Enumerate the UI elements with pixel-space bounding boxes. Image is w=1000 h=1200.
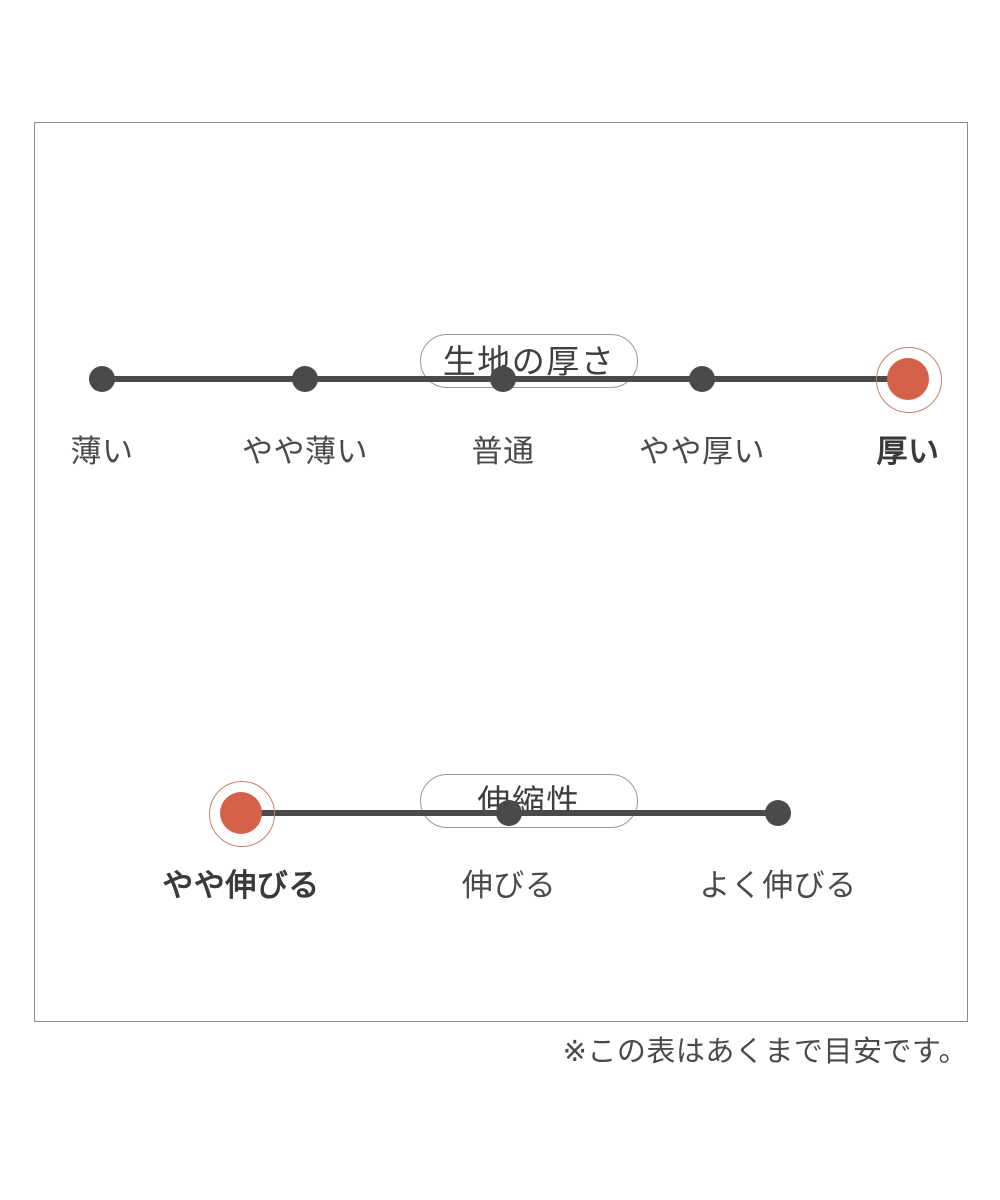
scale-tick-label: よく伸びる	[699, 868, 857, 903]
scale-dot-ring	[876, 347, 942, 413]
scale-dot-selected[interactable]	[220, 792, 262, 834]
scale-tick-label: 普通	[471, 434, 535, 469]
scale-dot[interactable]	[765, 800, 791, 826]
scale-dot[interactable]	[496, 800, 522, 826]
scale-tick-label: 厚い	[876, 434, 940, 469]
section-title-stretch: 伸縮性	[420, 774, 638, 828]
section-title-thickness-label: 生地の厚さ	[442, 342, 616, 380]
scale-dot[interactable]	[292, 366, 318, 392]
scale-tick-label: やや伸びる	[162, 868, 320, 903]
scale-tick-label: 伸びる	[461, 868, 557, 903]
scale-dot[interactable]	[89, 366, 115, 392]
scale-tick-label: 薄い	[70, 434, 134, 469]
scale-tick-label: やや厚い	[639, 434, 765, 469]
footnote: ※この表はあくまで目安です。	[562, 1036, 968, 1068]
scale-dot-ring	[209, 781, 275, 847]
scale-dot-selected[interactable]	[887, 358, 929, 400]
scale-tick-label: やや薄い	[242, 434, 368, 469]
scale-dot[interactable]	[689, 366, 715, 392]
scale-dot[interactable]	[490, 366, 516, 392]
